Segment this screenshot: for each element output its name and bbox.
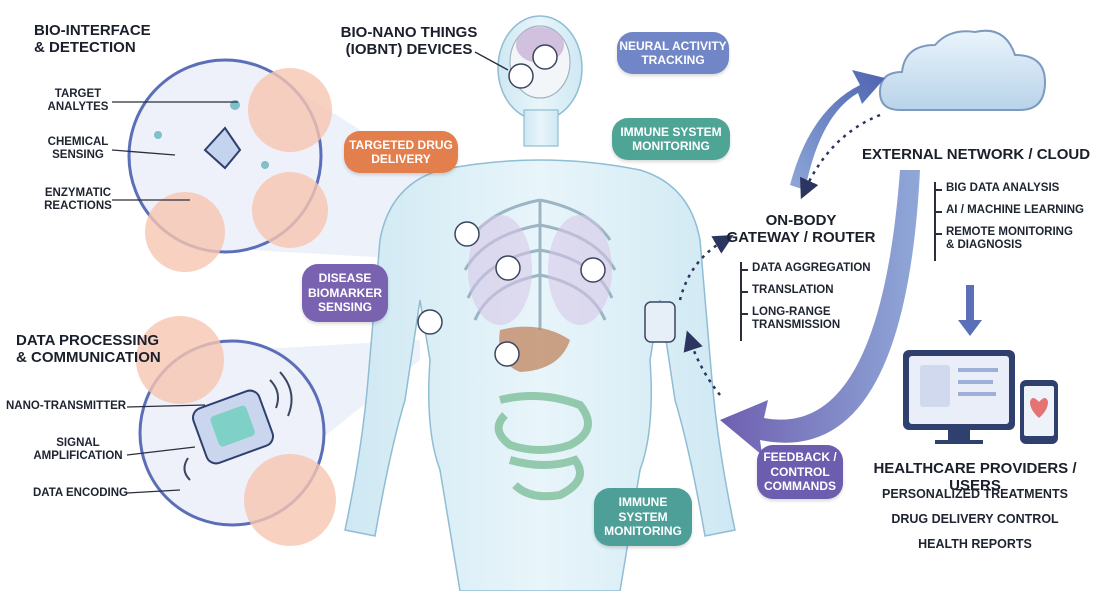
cloud-graphic — [880, 31, 1045, 110]
data-processing-title: DATA PROCESSING & COMMUNICATION — [16, 332, 161, 367]
bio-interface-title: BIO-INTERFACE & DETECTION — [34, 22, 151, 57]
gateway-list: DATA AGGREGATION TRANSLATION LONG-RANGE … — [740, 262, 892, 341]
monitor-device — [903, 350, 1015, 444]
cloud-title: EXTERNAL NETWORK / CLOUD — [862, 146, 1090, 163]
gateway-item: LONG-RANGE TRANSMISSION — [742, 306, 892, 334]
cloud-item: AI / MACHINE LEARNING — [936, 204, 1086, 218]
iobnt-devices-title: BIO-NANO THINGS (IoBNT) DEVICES — [334, 24, 484, 59]
arrow-gateway-to-cloud — [790, 70, 885, 190]
enzymatic-reactions-label: ENZYMATIC REACTIONS — [36, 187, 120, 213]
cloud-item: BIG DATA ANALYSIS — [936, 182, 1086, 196]
immune-system-bubble-top: IMMUNE SYSTEM MONITORING — [612, 118, 730, 160]
target-analytes-label: TARGET ANALYTES — [40, 88, 116, 114]
data-encoding-label: DATA ENCODING — [33, 487, 128, 500]
nano-transmitter-label: NANO-TRANSMITTER — [6, 400, 126, 413]
cloud-item: REMOTE MONITORING & DIAGNOSIS — [936, 226, 1086, 254]
gateway-title: ON-BODY GATEWAY / ROUTER — [716, 212, 886, 247]
providers-item-3: HEALTH REPORTS — [870, 537, 1080, 551]
providers-item-2: DRUG DELIVERY CONTROL — [870, 512, 1080, 526]
providers-item-1: PERSONALIZED TREATMENTS — [870, 487, 1080, 501]
cloud-list: BIG DATA ANALYSIS AI / MACHINE LEARNING … — [934, 182, 1086, 261]
neural-activity-bubble: NEURAL ACTIVITY TRACKING — [617, 32, 729, 74]
targeted-drug-bubble: TARGETED DRUG DELIVERY — [344, 131, 458, 173]
phone-device — [1020, 380, 1058, 444]
immune-system-bubble-bottom: IMMUNE SYSTEM MONITORING — [594, 488, 692, 546]
gateway-item: DATA AGGREGATION — [742, 262, 892, 276]
disease-biomarker-bubble: DISEASE BIOMARKER SENSING — [302, 264, 388, 322]
gateway-item: TRANSLATION — [742, 284, 892, 298]
zoom-circle-bio-interface — [129, 60, 332, 272]
chemical-sensing-label: CHEMICAL SENSING — [40, 136, 116, 162]
arrow-cloud-to-providers — [958, 285, 982, 336]
feedback-bubble: FEEDBACK / CONTROL COMMANDS — [757, 445, 843, 499]
signal-amplification-label: SIGNAL AMPLIFICATION — [28, 437, 128, 463]
